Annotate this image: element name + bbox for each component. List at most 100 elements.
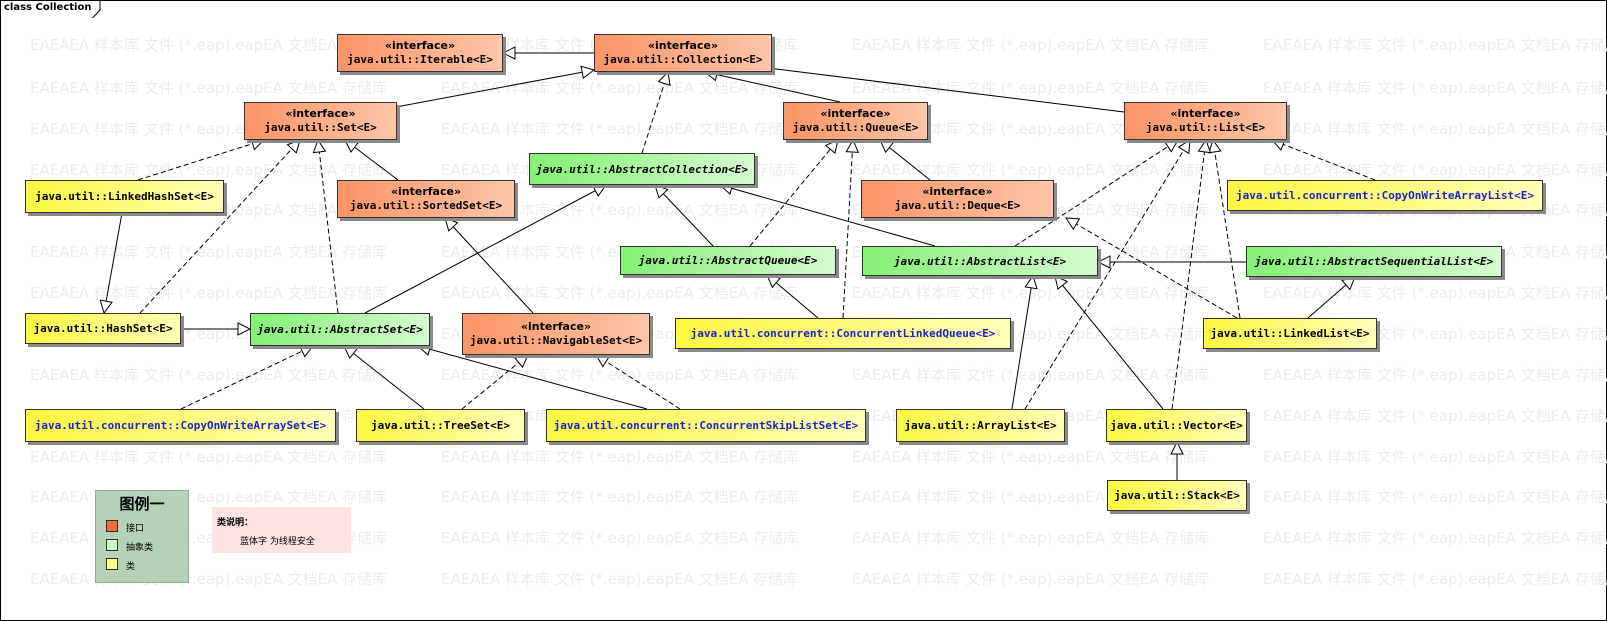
abstractset-name: java.util::AbstractSet<E> xyxy=(257,323,423,336)
collection-name: java.util::Collection<E> xyxy=(603,53,763,66)
concurrentskiplistset-name: java.util.concurrent::ConcurrentSkipList… xyxy=(553,419,859,432)
linkedlist-node[interactable]: java.util::LinkedList<E> xyxy=(1203,318,1377,349)
abstractsequentiallist-name: java.util::AbstractSequentialList<E> xyxy=(1254,255,1494,268)
abstractset-extends-abstractcollection-edge xyxy=(364,185,606,314)
note-title: 类说明： xyxy=(217,518,254,528)
list-interface-node[interactable]: «interface» java.util::List<E> xyxy=(1124,102,1287,140)
concurrentskiplistset-extends-abstractset-edge xyxy=(418,346,648,410)
vector-node[interactable]: java.util::Vector<E> xyxy=(1106,409,1247,442)
linkedlist-name: java.util::LinkedList<E> xyxy=(1210,327,1370,340)
abstractlist-node[interactable]: java.util::AbstractList<E> xyxy=(862,246,1098,276)
iterable-stereotype: «interface» xyxy=(384,39,456,52)
vector-extends-abstractlist-edge xyxy=(1055,276,1164,410)
treeset-extends-abstractset-edge xyxy=(344,346,425,410)
queue-extends-collection-edge xyxy=(705,72,841,103)
abstractsequentiallist-node[interactable]: java.util::AbstractSequentialList<E> xyxy=(1246,246,1502,277)
sortedset-name: java.util::SortedSet<E> xyxy=(349,199,503,212)
linkedhashset-extends-hashset-edge xyxy=(104,212,123,313)
hashset-name: java.util::HashSet<E> xyxy=(33,322,173,335)
navigableset-stereotype: «interface» xyxy=(520,320,592,333)
navigableset-name: java.util::NavigableSet<E> xyxy=(469,334,643,347)
linkedlist-implements-deque-edge xyxy=(1066,218,1238,319)
queue-stereotype: «interface» xyxy=(820,107,891,120)
abstractcollection-node[interactable]: java.util::AbstractCollection<E> xyxy=(529,153,755,185)
linkedhashset-node[interactable]: java.util::LinkedHashSet<E> xyxy=(25,180,224,213)
legend-label-abstract: 抽象类 xyxy=(126,543,154,553)
legend-swatch-abstract xyxy=(106,539,118,551)
legend-label-class: 类 xyxy=(126,562,136,572)
abstractqueue-implements-queue-edge xyxy=(749,140,838,247)
copyonwritearrayset-node[interactable]: java.util.concurrent::CopyOnWriteArraySe… xyxy=(25,409,336,442)
legend-swatch-interface xyxy=(106,520,118,532)
set-extends-collection-edge xyxy=(395,70,594,108)
arraylist-node[interactable]: java.util::ArrayList<E> xyxy=(896,409,1065,442)
legend-label-interface: 接口 xyxy=(126,524,145,534)
iterable-interface-node[interactable]: «interface» java.util::Iterable<E> xyxy=(337,34,503,72)
navigableset-extends-sortedset-edge xyxy=(445,218,534,314)
hashset-node[interactable]: java.util::HashSet<E> xyxy=(25,313,181,344)
sortedset-interface-node[interactable]: «interface» java.util::SortedSet<E> xyxy=(337,180,515,218)
abstractset-node[interactable]: java.util::AbstractSet<E> xyxy=(250,313,430,346)
linkedhashset-implements-set-edge xyxy=(137,140,264,181)
abstractlist-name: java.util::AbstractList<E> xyxy=(893,254,1067,268)
list-stereotype: «interface» xyxy=(1170,107,1241,120)
set-stereotype: «interface» xyxy=(285,107,356,120)
queue-name: java.util::Queue<E> xyxy=(792,121,919,134)
arraylist-extends-abstractlist-edge xyxy=(1011,276,1033,410)
copyonwritearraylist-name: java.util.concurrent::CopyOnWriteArrayLi… xyxy=(1235,189,1534,202)
stack-name: java.util::Stack<E> xyxy=(1114,489,1240,502)
list-extends-collection-edge xyxy=(752,66,1125,113)
linkedhashset-name: java.util::LinkedHashSet<E> xyxy=(35,190,214,203)
hashset-implements-set-edge xyxy=(139,140,300,314)
abstractqueue-extends-abstractcollection-edge xyxy=(655,185,714,247)
frame-title: class Collection xyxy=(4,2,92,13)
concurrentlinkedqueue-node[interactable]: java.util.concurrent::ConcurrentLinkedQu… xyxy=(675,318,1011,349)
collection-stereotype: «interface» xyxy=(647,39,719,52)
concurrentlinkedqueue-implements-queue-edge xyxy=(842,140,853,319)
abstractlist-extends-abstractcollection-edge xyxy=(720,185,936,247)
copyonwritearrayset-extends-abstractset-edge xyxy=(180,346,313,410)
treeset-implements-navigableset-edge xyxy=(461,355,528,410)
iterable-name: java.util::Iterable<E> xyxy=(347,53,493,66)
abstractqueue-node[interactable]: java.util::AbstractQueue<E> xyxy=(620,246,836,275)
deque-name: java.util::Deque<E> xyxy=(894,199,1021,212)
deque-interface-node[interactable]: «interface» java.util::Deque<E> xyxy=(861,180,1054,218)
deque-extends-queue-edge xyxy=(880,140,931,181)
set-interface-node[interactable]: «interface» java.util::Set<E> xyxy=(244,102,397,140)
abstractset-implements-set-edge xyxy=(318,140,339,314)
deque-stereotype: «interface» xyxy=(922,185,993,198)
copyonwritearrayset-name: java.util.concurrent::CopyOnWriteArraySe… xyxy=(34,419,327,432)
abstractcollection-name: java.util::AbstractCollection<E> xyxy=(536,162,748,176)
concurrentskiplistset-node[interactable]: java.util.concurrent::ConcurrentSkipList… xyxy=(546,409,866,442)
concurrentskiplistset-implements-navigableset-edge xyxy=(596,355,681,410)
concurrentlinkedqueue-extends-abstractqueue-edge xyxy=(767,275,819,319)
vector-implements-list-edge xyxy=(1171,140,1206,410)
arraylist-implements-list-edge xyxy=(1024,140,1190,410)
copyonwritearraylist-node[interactable]: java.util.concurrent::CopyOnWriteArrayLi… xyxy=(1227,180,1543,211)
linkedlist-implements-list-edge xyxy=(1213,140,1241,319)
legend-title: 图例一 xyxy=(119,495,165,513)
legend-swatch-class xyxy=(106,558,118,570)
sortedset-stereotype: «interface» xyxy=(390,185,462,198)
navigableset-interface-node[interactable]: «interface» java.util::NavigableSet<E> xyxy=(462,313,650,355)
treeset-node[interactable]: java.util::TreeSet<E> xyxy=(356,409,525,442)
collection-interface-node[interactable]: «interface» java.util::Collection<E> xyxy=(594,34,772,72)
sortedset-extends-set-edge xyxy=(345,140,399,181)
treeset-name: java.util::TreeSet<E> xyxy=(370,419,511,432)
legend-box: 图例一 接口 抽象类 类 xyxy=(95,490,189,583)
copyonwritearraylist-implements-list-edge xyxy=(1272,140,1376,181)
queue-interface-node[interactable]: «interface» java.util::Queue<E> xyxy=(783,102,928,140)
abstractlist-implements-list-edge xyxy=(1014,140,1178,247)
note-body: 蓝体字 为线程安全 xyxy=(240,537,315,547)
abstractqueue-name: java.util::AbstractQueue<E> xyxy=(638,254,818,267)
stack-node[interactable]: java.util::Stack<E> xyxy=(1107,480,1247,511)
vector-name: java.util::Vector<E> xyxy=(1110,419,1243,432)
list-name: java.util::List<E> xyxy=(1145,121,1266,134)
set-name: java.util::Set<E> xyxy=(264,121,377,134)
abstractcollection-implements-collection-edge xyxy=(641,72,668,154)
concurrentlinkedqueue-name: java.util.concurrent::ConcurrentLinkedQu… xyxy=(690,327,996,340)
frame-tab xyxy=(0,0,101,18)
linkedlist-extends-abstractsequentiallist-edge xyxy=(1307,277,1355,319)
class-note: 类说明： 蓝体字 为线程安全 xyxy=(212,507,351,553)
